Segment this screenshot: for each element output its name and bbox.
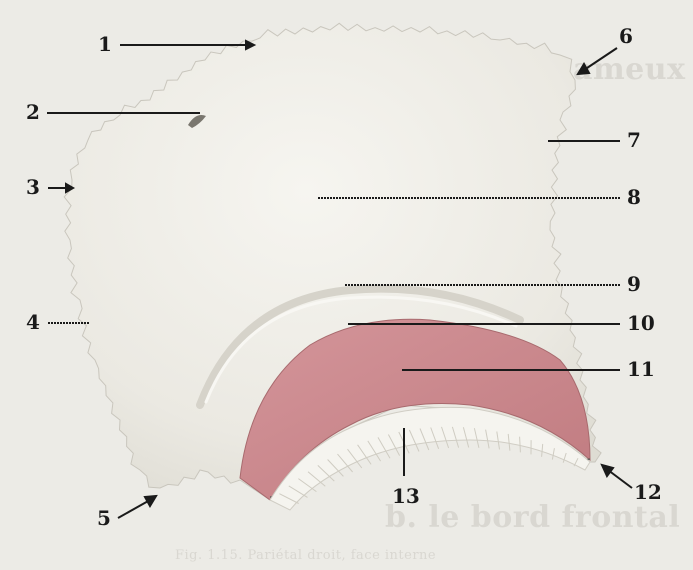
label-7: 7 bbox=[627, 130, 641, 150]
label-9: 9 bbox=[627, 274, 641, 294]
label-3: 3 bbox=[26, 177, 40, 197]
label-4: 4 bbox=[26, 312, 40, 332]
label-5: 5 bbox=[97, 508, 111, 528]
label-8: 8 bbox=[627, 187, 641, 207]
label-12: 12 bbox=[634, 482, 662, 502]
label-13: 13 bbox=[392, 486, 420, 506]
label-11: 11 bbox=[627, 359, 655, 379]
label-6: 6 bbox=[619, 26, 633, 46]
label-2: 2 bbox=[26, 102, 40, 122]
label-1: 1 bbox=[98, 34, 112, 54]
label-10: 10 bbox=[627, 313, 655, 333]
